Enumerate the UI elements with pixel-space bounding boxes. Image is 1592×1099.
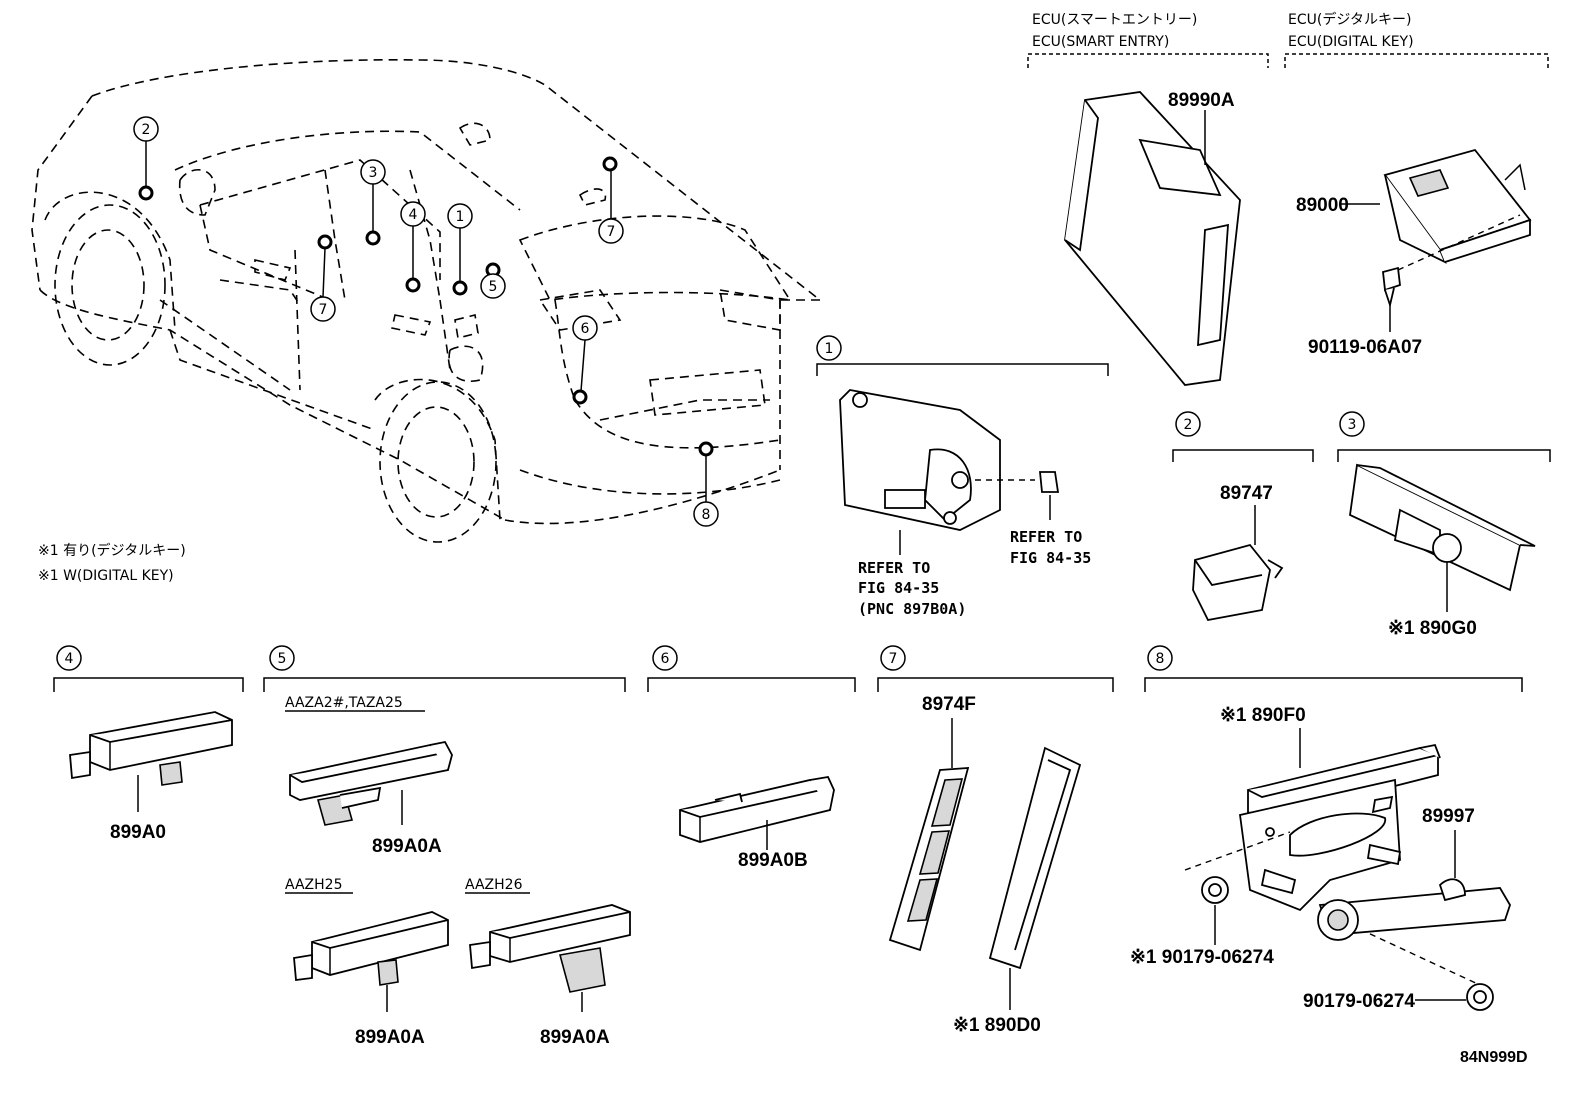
pn-890F0: ※1 890F0 [1220, 705, 1306, 726]
section-5: 5 AAZA2#,TAZA25 899A0A AAZH25 AAZH26 899… [263, 645, 631, 1048]
sensor-location-dots [138, 156, 714, 457]
pn-89997: 89997 [1422, 806, 1475, 827]
section-7-callout: 7 [889, 651, 898, 667]
section-8-callout: 8 [1156, 651, 1165, 667]
model-label-aazh26: AAZH26 [465, 877, 523, 893]
ecu-digital-key-en: ECU(DIGITAL KEY) [1288, 34, 1414, 50]
ref-2-line1: REFER TO [1010, 528, 1082, 546]
pn-90179-06274-a: ※1 90179-06274 [1130, 947, 1274, 968]
section-8: 8 ※1 890F0 ※1 90179-06274 89997 90 [1130, 645, 1523, 1012]
vehicle-callout-5: 5 [489, 279, 498, 295]
model-label-aazh25: AAZH25 [285, 877, 342, 893]
section-3-callout: 3 [1348, 417, 1357, 433]
vehicle-callout-3: 3 [369, 165, 378, 181]
ecu-smart-entry-part: 89990A [1064, 90, 1241, 386]
vehicle-leader-lines [145, 141, 707, 502]
section-5-callout: 5 [278, 651, 287, 667]
note-digital-key-jp: ※1 有り(デジタルキー) [38, 542, 186, 559]
ref-1-line1: REFER TO [858, 559, 930, 577]
pn-899A0A-bottom-left: 899A0A [355, 1027, 425, 1048]
section-1: 1 REFER TO FIG 84-35 (PNC 897B0A) REFER … [816, 335, 1109, 618]
ref-2-line2: FIG 84-35 [1010, 549, 1091, 567]
ecu-smart-entry-en: ECU(SMART ENTRY) [1032, 34, 1169, 50]
section-6-callout: 6 [661, 651, 670, 667]
pn-90119-06A07: 90119-06A07 [1308, 337, 1422, 358]
vehicle-callout-1: 1 [456, 209, 465, 225]
vehicle-callout-6: 6 [581, 321, 590, 337]
ecu-digital-key-jp: ECU(デジタルキー) [1288, 11, 1412, 28]
model-label-aaza2-taza25: AAZA2#,TAZA25 [285, 695, 403, 711]
section-2-callout: 2 [1184, 417, 1193, 433]
section-7: 7 8974F ※1 890D0 [877, 645, 1114, 1036]
vehicle-callout-4: 4 [409, 207, 418, 223]
pn-899A0A-bottom-right: 899A0A [540, 1027, 610, 1048]
section-4: 4 899A0 [53, 645, 244, 843]
pn-890G0: ※1 890G0 [1388, 618, 1477, 639]
pn-899A0A-top: 899A0A [372, 836, 442, 857]
vehicle-callout-8: 8 [702, 507, 711, 523]
ref-1-line2: FIG 84-35 [858, 579, 939, 597]
note-digital-key-en: ※1 W(DIGITAL KEY) [38, 568, 174, 584]
ecu-headers: ECU(スマートエントリー) ECU(SMART ENTRY) ECU(デジタル… [1027, 11, 1549, 68]
vehicle-callout-7b: 7 [319, 302, 328, 318]
vehicle-illustration: 2 3 4 1 5 6 7 7 8 [31, 59, 821, 543]
pn-89747: 89747 [1220, 483, 1273, 504]
section-1-callout: 1 [825, 341, 834, 357]
section-6: 6 899A0B [647, 645, 856, 871]
pn-89990A: 89990A [1168, 90, 1235, 111]
section-2: 2 89747 [1172, 411, 1314, 622]
figure-code: 84N999D [1460, 1049, 1528, 1066]
pn-89000: 89000 [1296, 195, 1349, 216]
ecu-digital-key-part: 89000 90119-06A07 [1296, 148, 1532, 358]
vehicle-callout-2: 2 [142, 122, 151, 138]
ecu-smart-entry-jp: ECU(スマートエントリー) [1032, 12, 1197, 28]
section-3: 3 ※1 890G0 [1337, 411, 1551, 639]
pn-899A0: 899A0 [110, 822, 166, 843]
pn-8974F: 8974F [922, 694, 976, 715]
vehicle-callouts: 2 3 4 1 5 6 7 7 8 [133, 116, 719, 527]
section-4-callout: 4 [65, 651, 74, 667]
pn-899A0B: 899A0B [738, 850, 808, 871]
vehicle-callout-7a: 7 [607, 224, 616, 240]
pn-90179-06274-b: 90179-06274 [1303, 991, 1415, 1012]
ref-1-line3: (PNC 897B0A) [858, 600, 966, 618]
pn-890D0: ※1 890D0 [953, 1015, 1041, 1036]
